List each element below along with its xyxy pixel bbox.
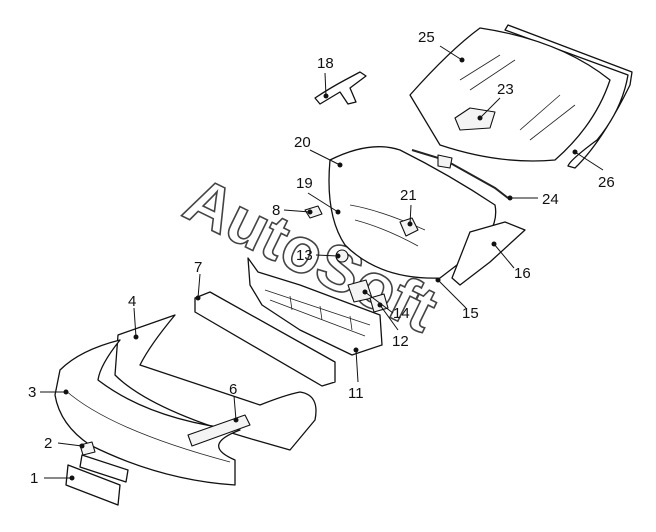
callout-26: 26 (598, 174, 615, 191)
window-seal-part-26[interactable] (504, 24, 633, 169)
callout-labels: 1 2 3 4 6 7 8 11 12 13 14 15 16 18 19 20… (28, 29, 615, 487)
callout-8: 8 (272, 202, 280, 219)
callout-23: 23 (497, 81, 514, 98)
callout-24: 24 (542, 191, 559, 208)
plate-holder (79, 454, 129, 483)
callout-12: 12 (392, 333, 409, 350)
callout-7: 7 (194, 259, 202, 276)
callout-4: 4 (128, 293, 136, 310)
callout-14: 14 (393, 305, 410, 322)
seal-strip-part-16[interactable] (451, 221, 526, 286)
rod-bracket (437, 154, 453, 169)
bumper-cover-edge (64, 389, 231, 463)
bumper-reinforcement-part-4[interactable] (114, 314, 317, 451)
callout-18: 18 (317, 55, 334, 72)
glass-reflection-lines (459, 54, 576, 141)
rear-panel-ribs (264, 289, 371, 337)
callout-11: 11 (348, 385, 364, 402)
trim-strip-part-6[interactable] (187, 414, 251, 447)
hinge-bracket-part-18[interactable] (314, 71, 367, 105)
callout-1: 1 (30, 470, 38, 487)
callout-15: 15 (462, 305, 479, 322)
trunk-lock-part-21[interactable] (399, 217, 419, 237)
callout-25: 25 (418, 29, 435, 46)
support-rod-part-24[interactable] (411, 149, 509, 199)
callout-20: 20 (294, 134, 311, 151)
crossmember-part-7[interactable] (194, 291, 336, 387)
leader-dots (63, 57, 578, 481)
leader-lines (40, 45, 604, 479)
callout-2: 2 (44, 435, 52, 452)
callout-21: 21 (400, 187, 417, 204)
clip-part-8[interactable] (304, 205, 323, 219)
callout-3: 3 (28, 384, 36, 401)
callout-16: 16 (514, 265, 531, 282)
callout-6: 6 (229, 381, 237, 398)
callout-13: 13 (296, 247, 313, 264)
callout-19: 19 (296, 175, 313, 192)
